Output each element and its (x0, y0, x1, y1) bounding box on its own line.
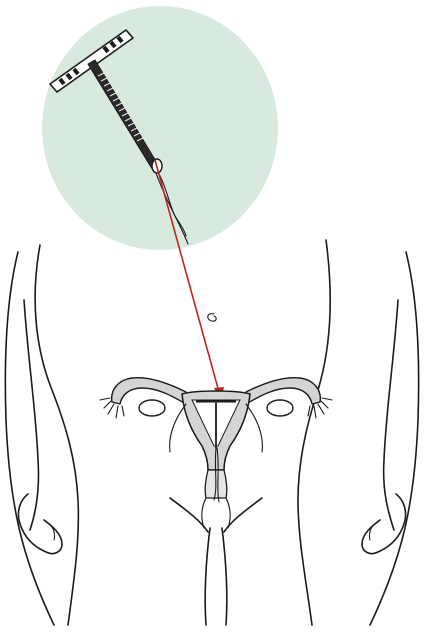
right-hand (362, 494, 406, 554)
uterine-ligament-left (170, 404, 186, 452)
uterine-ligament-right (246, 404, 262, 452)
left-arm-outer (5, 252, 54, 625)
right-arm-outer (370, 252, 419, 625)
vaginal-canal-right (226, 498, 230, 528)
left-torso (35, 245, 78, 625)
vaginal-canal-left (202, 498, 206, 528)
inner-thigh-right (222, 528, 227, 625)
right-torso (298, 240, 330, 625)
right-ovary (267, 400, 293, 416)
left-ovary (139, 400, 165, 416)
left-hand (18, 494, 62, 554)
iud-inset (42, 6, 278, 250)
left-thumb (46, 522, 55, 540)
right-thumb (369, 522, 378, 540)
inner-thigh-left (205, 528, 210, 625)
inset-oval (42, 6, 278, 250)
navel (208, 314, 216, 321)
right-arm-inner (384, 300, 398, 530)
uterus-diagram (100, 378, 332, 528)
